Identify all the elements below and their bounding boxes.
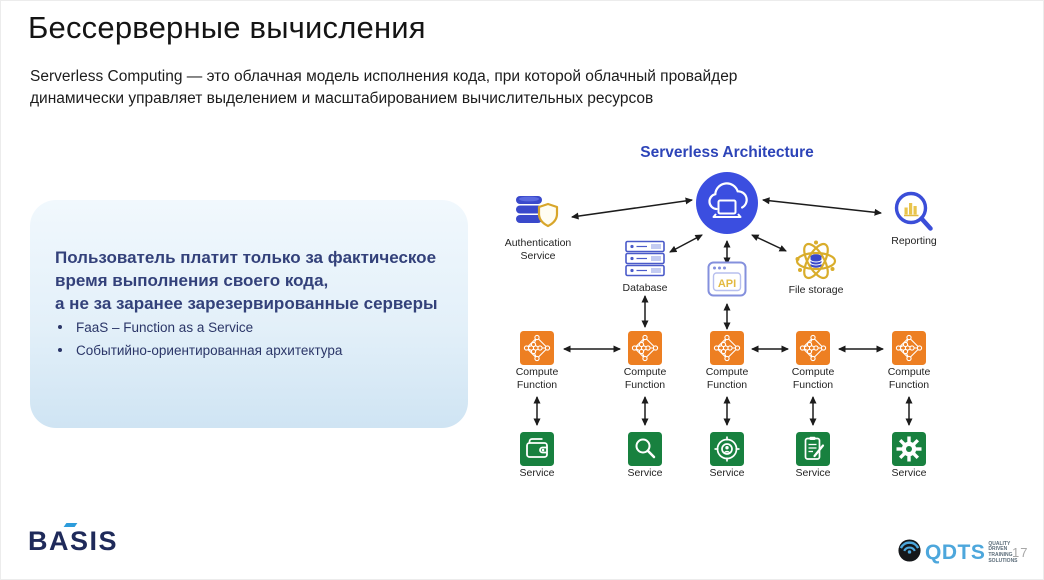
compute-function-label: Compute Function [887,366,931,391]
diagram-arrows [533,197,913,426]
network-graph-icon [710,331,744,370]
compute-function-label: Compute Function [791,366,835,391]
arrow-cloud-database [669,234,703,253]
magnifier-chart-icon [892,189,936,235]
bullet-event-driven-label: Событийно-ориентированная архитектура [76,343,343,358]
service-label: Service [891,467,927,479]
compute-function-label: Compute Function [515,366,559,391]
arrow-auth-cloud [571,197,693,220]
compute-function-label: Compute Function [705,366,749,391]
server-rack-icon [624,240,666,278]
page-title: Бессерверные вычисления [28,10,426,45]
info-bullet-list: FaaS – Function as a Service Событийно-о… [58,320,342,366]
bullet-faas: FaaS – Function as a Service [58,320,342,335]
qdts-logo: QDTS QUALITY DRIVEN TRAINING SOLUTIONS [897,538,1018,568]
network-graph-icon [628,331,662,370]
cloud-laptop-icon [695,171,759,235]
bullet-dot-icon [58,325,62,329]
service-label: Service [627,467,663,479]
network-graph-icon [520,331,554,370]
arrow-cloud-filestorage [751,234,787,252]
arrow-cloud-reporting [762,197,882,216]
api-label: API [718,278,736,290]
basis-logo: BASIS [28,523,119,557]
qdts-tagline: QUALITY DRIVEN TRAINING SOLUTIONS [988,540,1018,564]
bullet-event-driven: Событийно-ориентированная архитектура [58,343,342,358]
network-graph-icon [796,331,830,370]
database-label: Database [622,282,668,294]
diagram-title: Serverless Architecture [640,144,814,161]
file-storage-label: File storage [788,284,844,296]
qdts-mark-icon [897,538,922,568]
service-label: Service [795,467,831,479]
reporting-label: Reporting [891,235,937,247]
compute-function-label: Compute Function [623,366,667,391]
qdts-logo-text: QDTS [925,541,986,564]
basis-logo-text: BASIS [28,526,119,556]
atom-storage-icon [791,237,841,285]
wallet-icon [520,432,554,471]
database-shield-icon [512,194,560,234]
target-icon [710,432,744,471]
info-box: Пользователь платит только за фактическо… [30,200,468,428]
bullet-faas-label: FaaS – Function as a Service [76,320,254,335]
service-label: Service [709,467,745,479]
service-label: Service [519,467,555,479]
slide-subtitle: Serverless Computing — это облачная моде… [30,68,738,107]
bullet-dot-icon [58,348,62,352]
page-number: 17 [1012,545,1029,560]
clipboard-pen-icon [796,432,830,471]
info-box-text: Пользователь платит только за фактическо… [55,248,438,314]
search-icon [628,432,662,471]
gear-icon [892,432,926,471]
auth-service-label: Authentication Service [504,237,572,262]
api-window-icon: API [707,261,747,297]
network-graph-icon [892,331,926,370]
